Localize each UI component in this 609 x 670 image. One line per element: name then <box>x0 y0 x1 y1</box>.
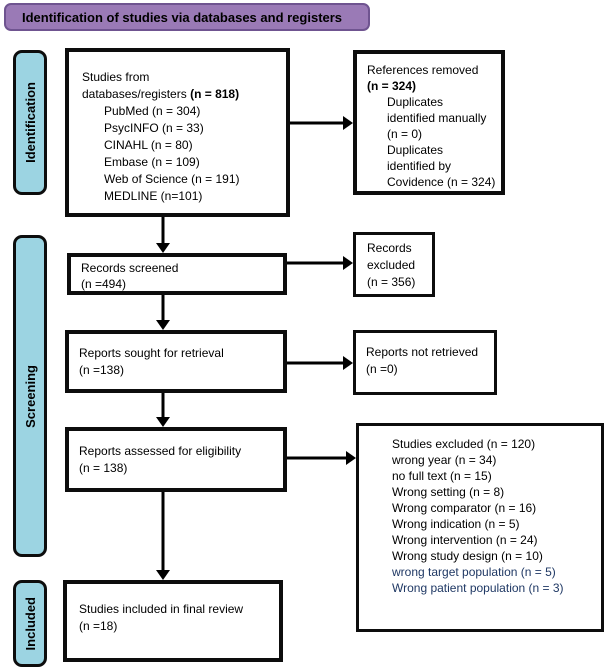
studies-included-box: Studies included in final review (n =18) <box>63 580 283 662</box>
text-line: Records screened <box>81 261 179 275</box>
text-line: identified manually <box>387 111 487 125</box>
text-line: (n =494) <box>81 277 127 291</box>
records-excluded-box: Records excluded (n = 356) <box>353 232 435 297</box>
stage-label-identification: Identification <box>22 82 38 163</box>
text-line: Reports not retrieved <box>366 345 479 359</box>
text-line: (n = 356) <box>367 275 416 289</box>
text-line: Wrong comparator (n = 16) <box>392 501 537 515</box>
text-line: excluded <box>367 258 416 272</box>
text-line: (n = 0) <box>387 127 423 141</box>
text-line: Wrong intervention (n = 24) <box>392 533 538 547</box>
records-excluded-lines: Records excluded (n = 356) <box>367 240 428 291</box>
text-line: Studies included in final review <box>79 602 244 616</box>
text-line: (n = 138) <box>79 461 128 475</box>
stage-bar-screening: Screening <box>13 235 47 557</box>
text-line: wrong target population (n = 5) <box>392 565 556 579</box>
stage-label-screening: Screening <box>22 364 38 428</box>
duplicates-detail-list: Duplicates identified manually (n = 0) Dupl… <box>367 94 497 190</box>
text-line: PubMed (n = 304) <box>104 104 201 118</box>
references-removed-box: References removed (n = 324) Duplicates i… <box>353 50 505 195</box>
text-line: CINAHL (n = 80) <box>104 138 193 152</box>
database-count-list: PubMed (n = 304) PsycINFO (n = 33) CINAHL … <box>82 103 280 205</box>
text-line: MEDLINE (n=101) <box>104 189 203 203</box>
arrow-down-to-reports-assessed <box>156 393 170 427</box>
text-line: Records <box>367 241 412 255</box>
banner-title: Identification of studies via databases … <box>22 9 343 25</box>
text-line: Studies from <box>82 70 150 84</box>
arrow-right-to-reports-not-retrieved <box>287 356 353 370</box>
reports-sought-box: Reports sought for retrieval (n =138) <box>65 330 287 393</box>
text-line: Web of Science (n = 191) <box>104 172 240 186</box>
text-line: (n =138) <box>79 363 125 377</box>
arrow-down-to-records-screened <box>156 217 170 253</box>
text-line: Embase (n = 109) <box>104 155 200 169</box>
text-line: (n =18) <box>79 619 118 633</box>
text-line: Reports sought for retrieval <box>79 346 224 360</box>
text-line: (n =0) <box>366 362 398 376</box>
arrow-right-to-studies-excluded <box>287 451 356 465</box>
reports-assessed-box: Reports assessed for eligibility (n = 13… <box>65 427 287 492</box>
text-line: identified by <box>387 159 452 173</box>
studies-excluded-box: Studies excluded (n = 120) wrong year (n … <box>356 423 604 632</box>
arrow-down-to-studies-included <box>156 492 170 580</box>
text-line: Duplicates <box>387 143 444 157</box>
stage-bar-identification: Identification <box>13 50 47 195</box>
text-line: Wrong patient population (n = 3) <box>392 581 564 595</box>
records-screened-box: Records screened (n =494) <box>67 253 287 295</box>
text-line: Wrong setting (n = 8) <box>392 485 505 499</box>
text-line: PsycINFO (n = 33) <box>104 121 204 135</box>
text-line: References removed <box>367 63 479 77</box>
text-line: Reports assessed for eligibility <box>79 444 242 458</box>
text-line: Wrong indication (n = 5) <box>392 517 520 531</box>
text-line: wrong year (n = 34) <box>392 453 497 467</box>
text-line: (n = 324) <box>367 79 417 93</box>
stage-label-included: Included <box>22 596 38 651</box>
text-line: databases/registers (n = 818) <box>82 87 240 101</box>
text-line: Duplicates <box>387 95 444 109</box>
studies-from-databases-box: Studies from databases/registers (n = 81… <box>65 48 290 217</box>
exclusion-reason-list: Studies excluded (n = 120) wrong year (n … <box>392 436 597 596</box>
arrow-right-to-references-removed <box>290 116 353 130</box>
text-line: Covidence (n = 324) <box>387 175 496 189</box>
header-banner: Identification of studies via databases … <box>4 3 370 31</box>
arrow-right-to-records-excluded <box>287 256 353 270</box>
reports-not-retrieved-box: Reports not retrieved (n =0) <box>353 330 497 395</box>
text-line: no full text (n = 15) <box>392 469 492 483</box>
text-line: Wrong study design (n = 10) <box>392 549 543 563</box>
stage-bar-included: Included <box>13 580 47 667</box>
arrow-down-to-reports-sought <box>156 295 170 330</box>
text-line: Studies excluded (n = 120) <box>392 437 536 451</box>
